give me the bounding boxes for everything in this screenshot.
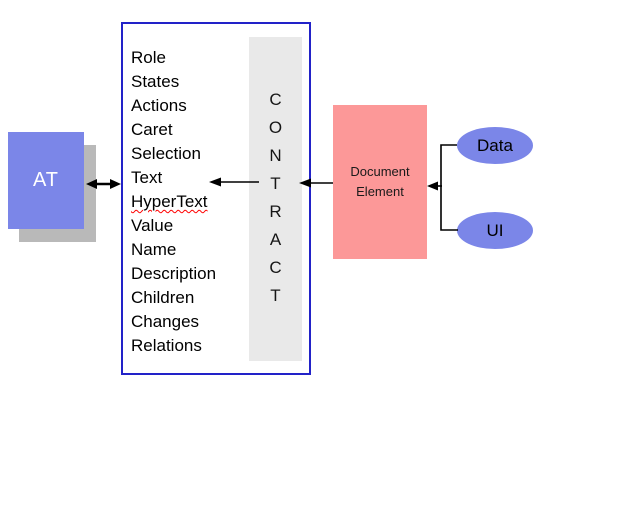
contract-letter: T bbox=[270, 174, 281, 193]
property-description: Description bbox=[131, 264, 217, 283]
at-node-label: AT bbox=[32, 169, 60, 191]
data-ui-bracket bbox=[440, 144, 458, 231]
contract-property-list: Role States Actions Caret Selection Text… bbox=[131, 46, 216, 358]
contract-letter: C bbox=[269, 90, 282, 109]
property-caret: Caret bbox=[131, 120, 173, 139]
document-element-label-line2: Element bbox=[356, 184, 404, 199]
property-value: Value bbox=[131, 216, 174, 235]
property-name: Name bbox=[131, 240, 177, 259]
contract-letter: A bbox=[269, 230, 282, 249]
property-relations: Relations bbox=[131, 336, 202, 355]
contract-letter: T bbox=[270, 286, 281, 305]
data-node-label: Data bbox=[477, 135, 513, 155]
bracket-to-document-arrow bbox=[427, 181, 442, 191]
document-element-label-line1: Document bbox=[350, 164, 410, 179]
at-node: AT bbox=[8, 132, 84, 229]
property-text: Text bbox=[131, 168, 163, 187]
contract-node: C O N T R A C T Role States Actions Care… bbox=[121, 22, 311, 375]
property-actions: Actions bbox=[131, 96, 187, 115]
property-hypertext: HyperText bbox=[131, 192, 208, 211]
ui-node-label: UI bbox=[486, 220, 504, 240]
document-element-node: Document Element bbox=[333, 105, 427, 259]
contract-letter: C bbox=[269, 258, 282, 277]
contract-letter: N bbox=[269, 146, 282, 165]
property-children: Children bbox=[131, 288, 195, 307]
property-changes: Changes bbox=[131, 312, 200, 331]
data-node: Data bbox=[457, 127, 533, 164]
ui-node: UI bbox=[457, 212, 533, 249]
property-selection: Selection bbox=[131, 144, 201, 163]
contract-letter: R bbox=[269, 202, 282, 221]
contract-letter: O bbox=[268, 118, 283, 137]
property-role: Role bbox=[131, 48, 166, 67]
contract-vertical-strip: C O N T R A C T bbox=[249, 37, 302, 361]
property-states: States bbox=[131, 72, 180, 91]
contract-vertical-label: C O N T R A C T bbox=[269, 86, 282, 310]
